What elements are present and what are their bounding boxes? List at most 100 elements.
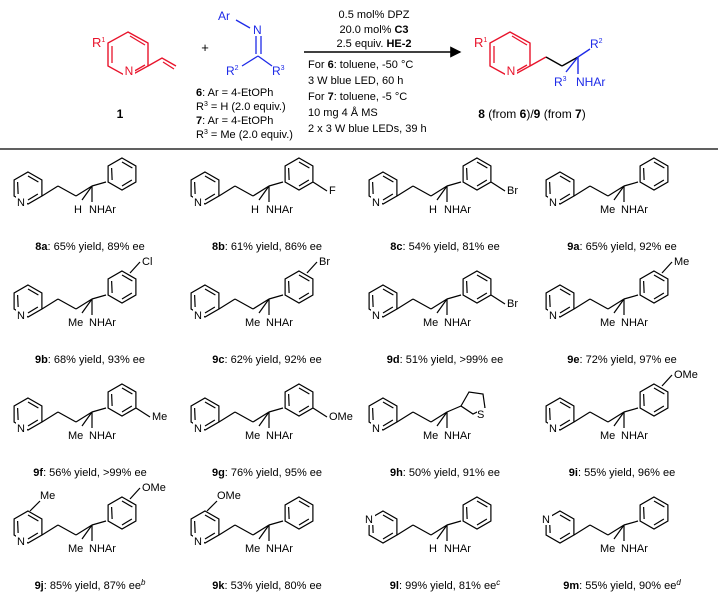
pyridine-n-label: N bbox=[17, 310, 25, 322]
reactant-1-r-label: R1 bbox=[92, 35, 105, 50]
product-r1-label: R1 bbox=[474, 35, 487, 50]
nhar-label: NHAr bbox=[266, 543, 293, 555]
ring-substituent-label: OMe bbox=[217, 490, 241, 502]
pyridine-n-label: N bbox=[17, 423, 25, 435]
reaction-arrow-conditions: 0.5 mol% DPZ 20.0 mol% C3 2.5 equiv. HE-… bbox=[304, 9, 462, 135]
imine-r2-label: R2 bbox=[226, 64, 239, 78]
aryl-ring bbox=[107, 157, 137, 191]
aryl-ring bbox=[462, 270, 492, 304]
imine-r3-label: R3 bbox=[272, 64, 285, 78]
aryl-ring bbox=[639, 496, 669, 530]
pyridine-n-label: N bbox=[194, 197, 202, 209]
left-group-label: H bbox=[251, 204, 259, 216]
nhar-label: NHAr bbox=[89, 317, 116, 329]
left-group-label: Me bbox=[423, 430, 438, 442]
aryl-ring bbox=[284, 496, 314, 530]
imine-n-label: N bbox=[253, 23, 262, 37]
pyridine-ring bbox=[13, 171, 43, 205]
sulfur-label: S bbox=[477, 409, 484, 421]
left-group-label: Me bbox=[600, 204, 615, 216]
entry-caption: 9h: 50% yield, 91% ee bbox=[390, 467, 500, 479]
pyridine-n-label: N bbox=[549, 423, 557, 435]
nhar-label: NHAr bbox=[444, 204, 471, 216]
entry-caption: 9c: 62% yield, 92% ee bbox=[212, 354, 321, 366]
nhar-label: NHAr bbox=[621, 317, 648, 329]
aryl-ring bbox=[284, 383, 314, 417]
aryl-substituent-label: OMe bbox=[674, 369, 698, 381]
aryl-ring bbox=[284, 270, 314, 304]
product-r3-label: R3 bbox=[554, 75, 567, 89]
entry-caption: 9a: 65% yield, 92% ee bbox=[567, 241, 676, 253]
entry-caption: 9d: 51% yield, >99% ee bbox=[387, 354, 504, 366]
entry-caption: 8b: 61% yield, 86% ee bbox=[212, 241, 322, 253]
aryl-ring bbox=[107, 270, 137, 304]
pyridine-n-label: N bbox=[17, 197, 25, 209]
product-r2-label: R2 bbox=[590, 37, 603, 51]
pyridine-ring bbox=[190, 510, 220, 544]
aryl-substituent-label: F bbox=[329, 185, 336, 197]
pyridine-ring bbox=[190, 284, 220, 318]
product-structure: N R1 R2 R3 NHAr bbox=[474, 31, 605, 89]
reactant-1-number: 1 bbox=[117, 107, 124, 121]
aryl-substituent-label: Cl bbox=[142, 256, 152, 268]
pyridine-ring bbox=[13, 284, 43, 318]
nhar-label: NHAr bbox=[621, 430, 648, 442]
product-nhar-label: NHAr bbox=[576, 75, 605, 89]
pyridine-ring bbox=[190, 171, 220, 205]
condition-for-6: For 6: toluene, -50 °C bbox=[308, 59, 413, 71]
aryl-ring bbox=[284, 157, 314, 191]
left-group-label: Me bbox=[245, 430, 260, 442]
aryl-substituent-label: OMe bbox=[329, 411, 353, 423]
entry-caption: 9g: 76% yield, 95% ee bbox=[212, 467, 322, 479]
entry-caption: 8c: 54% yield, 81% ee bbox=[390, 241, 499, 253]
left-group-label: Me bbox=[600, 317, 615, 329]
left-group-label: H bbox=[74, 204, 82, 216]
pyridine-ring bbox=[545, 397, 575, 431]
nhar-label: NHAr bbox=[621, 543, 648, 555]
aryl-substituent-label: Me bbox=[674, 256, 689, 268]
pyridine-n-label: N bbox=[549, 197, 557, 209]
left-group-label: Me bbox=[600, 430, 615, 442]
pyridine-ring bbox=[190, 397, 220, 431]
product-n-label: N bbox=[507, 64, 516, 78]
imine-def-7-r3: R3 = Me (2.0 equiv.) bbox=[196, 129, 293, 141]
aryl-substituent-label: Br bbox=[319, 256, 330, 268]
pyridine-n-label: N bbox=[372, 197, 380, 209]
pyridine-n-label: N bbox=[194, 423, 202, 435]
entry-caption: 9m: 55% yield, 90% eed bbox=[563, 578, 681, 592]
imine-def-6-r3: R3 = H (2.0 equiv.) bbox=[196, 101, 286, 113]
condition-ms: 10 mg 4 Å MS bbox=[308, 106, 378, 119]
entry-caption: 9f: 56% yield, >99% ee bbox=[33, 467, 146, 479]
left-group-label: Me bbox=[68, 543, 83, 555]
reactant-1-structure: N R1 bbox=[92, 31, 177, 78]
left-group-label: Me bbox=[245, 317, 260, 329]
aryl-ring bbox=[462, 157, 492, 191]
pyridine-ring bbox=[368, 397, 398, 431]
aryl-ring bbox=[107, 383, 137, 417]
ring-substituent-label: Me bbox=[40, 490, 55, 502]
thiophene-ring bbox=[460, 391, 486, 415]
pyridine-ring bbox=[13, 397, 43, 431]
condition-led-7: 2 x 3 W blue LEDs, 39 h bbox=[308, 123, 427, 135]
aryl-ring bbox=[639, 157, 669, 191]
imine-def-7: 7: Ar = 4-EtOPh bbox=[196, 115, 273, 127]
pyridine-n-label: N bbox=[372, 310, 380, 322]
left-group-label: H bbox=[429, 543, 437, 555]
nhar-label: NHAr bbox=[444, 317, 471, 329]
pyridine-ring bbox=[368, 171, 398, 205]
condition-for-7: For 7: toluene, -5 °C bbox=[308, 91, 407, 103]
nhar-label: NHAr bbox=[89, 543, 116, 555]
product-caption: 8 (from 6)/9 (from 7) bbox=[478, 107, 585, 121]
